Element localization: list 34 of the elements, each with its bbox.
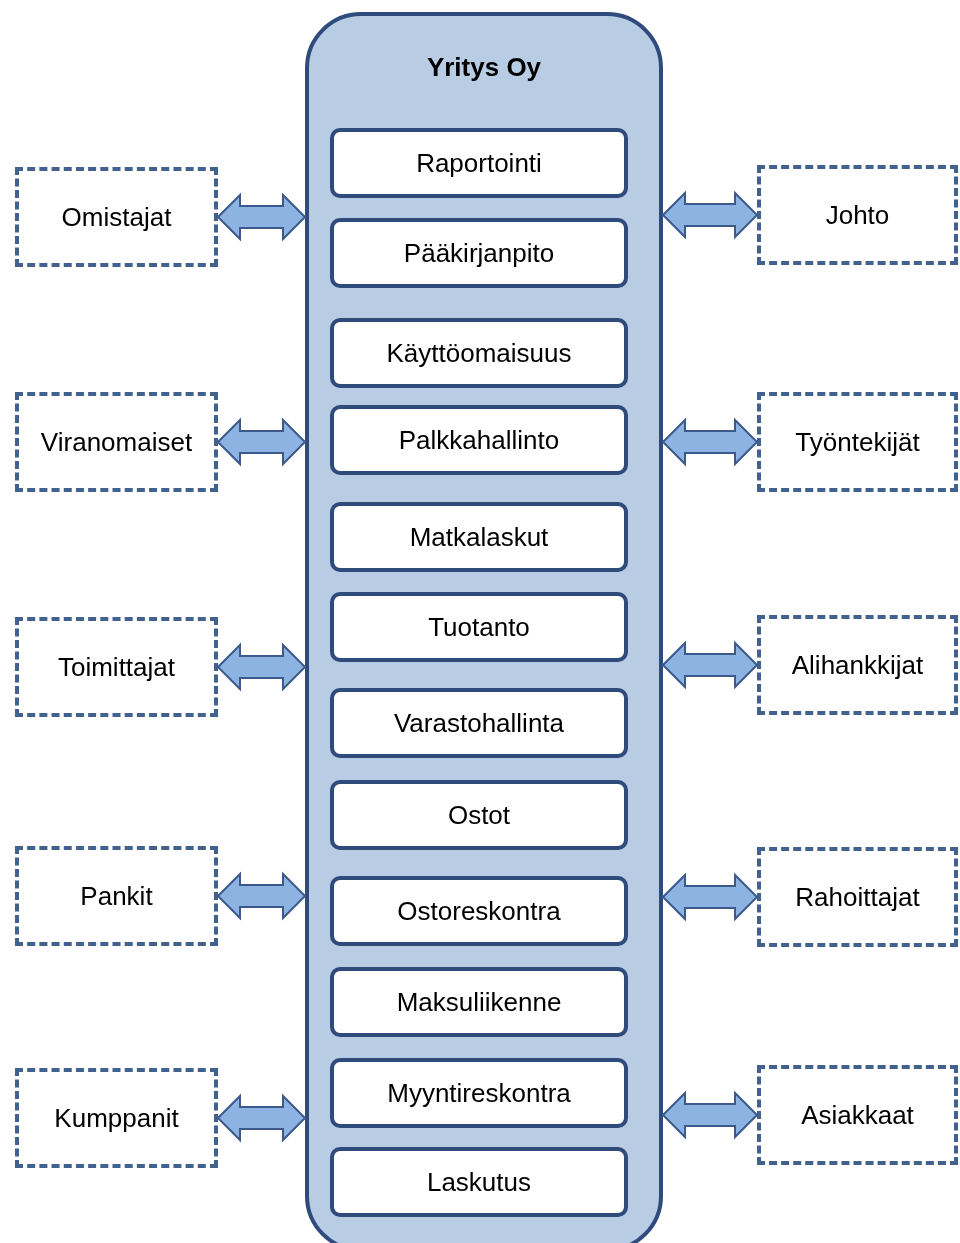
stakeholder-box: Asiakkaat <box>757 1065 958 1165</box>
double-arrow <box>216 417 307 467</box>
system-container <box>305 12 663 1243</box>
stakeholder-box: Toimittajat <box>15 617 218 717</box>
module-box: Varastohallinta <box>330 688 628 758</box>
double-arrow <box>216 1093 307 1143</box>
module-box: Maksuliikenne <box>330 967 628 1037</box>
module-box: Myyntireskontra <box>330 1058 628 1128</box>
double-arrow <box>661 190 759 240</box>
module-box: Ostot <box>330 780 628 850</box>
module-box: Palkkahallinto <box>330 405 628 475</box>
stakeholder-box: Omistajat <box>15 167 218 267</box>
stakeholder-box: Viranomaiset <box>15 392 218 492</box>
module-box: Tuotanto <box>330 592 628 662</box>
container-title: Yritys Oy <box>425 52 543 83</box>
double-arrow <box>216 642 307 692</box>
stakeholder-box: Pankit <box>15 846 218 946</box>
double-arrow <box>216 871 307 921</box>
module-box: Raportointi <box>330 128 628 198</box>
stakeholder-box: Rahoittajat <box>757 847 958 947</box>
double-arrow <box>661 417 759 467</box>
module-box: Käyttöomaisuus <box>330 318 628 388</box>
stakeholder-box: Johto <box>757 165 958 265</box>
module-box: Laskutus <box>330 1147 628 1217</box>
double-arrow <box>661 1090 759 1140</box>
stakeholder-box: Kumppanit <box>15 1068 218 1168</box>
stakeholder-box: Työntekijät <box>757 392 958 492</box>
double-arrow <box>661 872 759 922</box>
module-box: Ostoreskontra <box>330 876 628 946</box>
double-arrow <box>216 192 307 242</box>
module-box: Matkalaskut <box>330 502 628 572</box>
module-box: Pääkirjanpito <box>330 218 628 288</box>
stakeholder-box: Alihankkijat <box>757 615 958 715</box>
double-arrow <box>661 640 759 690</box>
